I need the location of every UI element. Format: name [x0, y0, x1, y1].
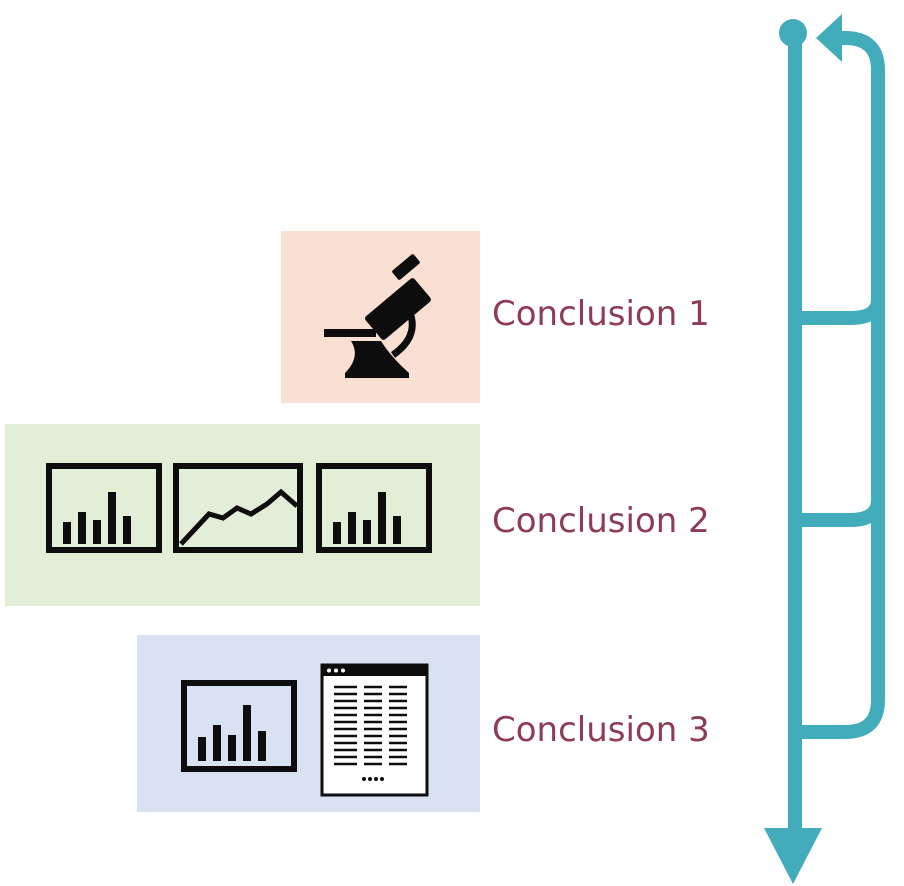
conclusion-3-label: Conclusion 3 — [492, 710, 710, 750]
feedback-loop-arrowhead — [816, 14, 842, 62]
line-chart-icon — [173, 463, 303, 553]
microscope-icon — [324, 254, 431, 378]
bar-chart-icon — [181, 680, 297, 772]
bar-chart-icon — [316, 463, 432, 553]
timeline-end-arrow — [764, 828, 822, 884]
panel-conclusion-3 — [137, 635, 480, 812]
conclusion-1-label: Conclusion 1 — [492, 294, 710, 334]
data-table-icon — [320, 663, 429, 797]
timeline-start-dot — [779, 19, 807, 47]
bar-chart-icon — [46, 463, 162, 553]
panel-conclusion-1 — [281, 231, 480, 403]
panel-conclusion-2 — [5, 424, 480, 606]
conclusion-2-label: Conclusion 2 — [492, 501, 710, 541]
branch-conclusion-1 — [795, 299, 885, 325]
feedback-loop-arrow — [795, 31, 885, 739]
branch-conclusion-2 — [795, 499, 885, 527]
